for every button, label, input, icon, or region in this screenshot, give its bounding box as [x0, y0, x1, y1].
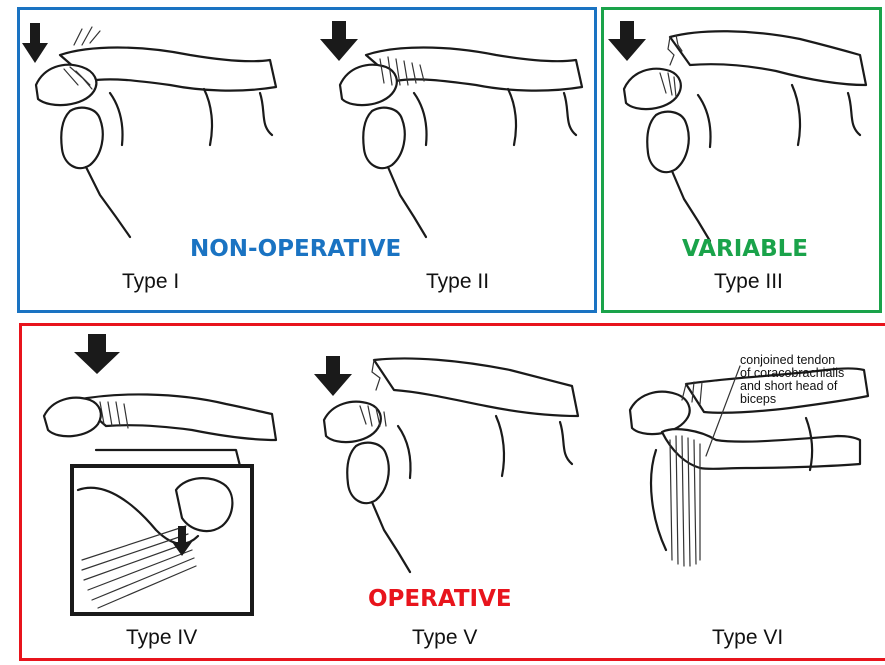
variable-label: VARIABLE: [682, 236, 808, 262]
type-iv-label: Type IV: [126, 626, 197, 650]
annotation-line-4: biceps: [740, 393, 844, 406]
acromion: [624, 69, 681, 109]
coracoid: [647, 112, 688, 172]
clavicle: [630, 392, 690, 434]
non-operative-label: NON-OPERATIVE: [190, 236, 401, 262]
down-arrow-icon: [74, 334, 120, 374]
type-i-illustration: [20, 15, 290, 245]
type-v-label: Type V: [412, 626, 477, 650]
type-v-illustration: [310, 350, 590, 590]
down-arrow-icon: [320, 21, 358, 61]
coracoid: [61, 108, 102, 168]
down-arrow-icon: [22, 23, 48, 63]
type-iv-illustration: [36, 330, 306, 620]
coracoid: [347, 443, 388, 503]
acromion: [340, 65, 397, 105]
coracoid: [662, 429, 860, 469]
type-i-label: Type I: [122, 270, 179, 294]
down-arrow-icon: [314, 356, 352, 396]
clavicle: [76, 394, 276, 440]
type-ii-label: Type II: [426, 270, 489, 294]
clavicle: [670, 31, 866, 85]
acromion: [324, 402, 381, 442]
coracoid: [363, 108, 404, 168]
type-iii-label: Type III: [714, 270, 783, 294]
clavicle: [374, 358, 578, 416]
operative-label: OPERATIVE: [368, 586, 512, 612]
type-vi-label: Type VI: [712, 626, 783, 650]
type-iii-illustration: [610, 15, 880, 245]
clavicle: [366, 48, 582, 91]
down-arrow-icon: [608, 21, 646, 61]
acromion: [44, 398, 101, 437]
type-ii-illustration: [320, 15, 590, 245]
conjoined-tendon-annotation: conjoined tendon of coracobrachialis and…: [740, 354, 844, 406]
